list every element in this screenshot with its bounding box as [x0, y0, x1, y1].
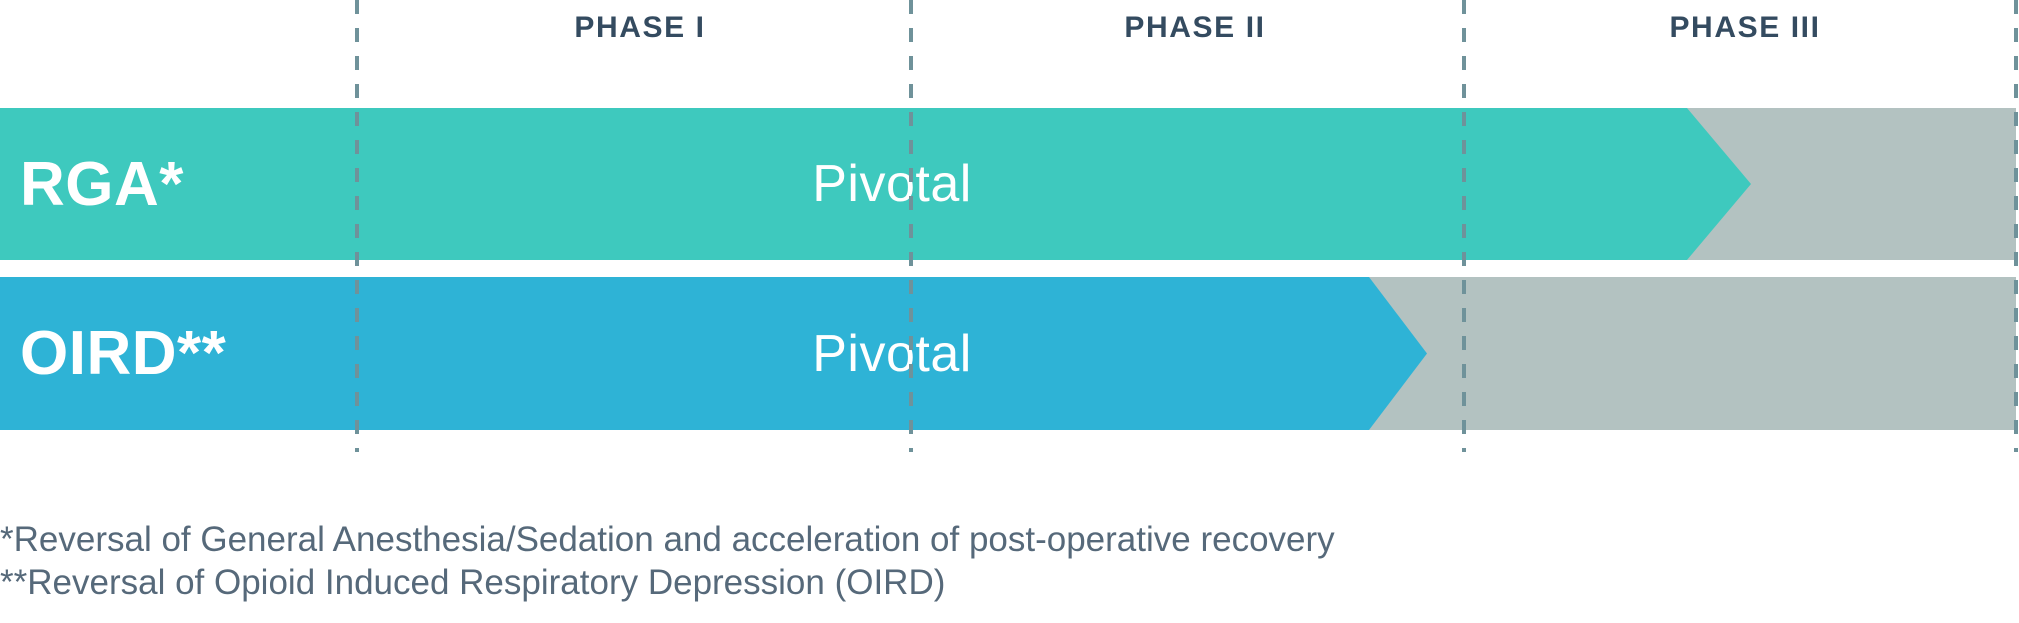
phase-label-2: PHASE II [1124, 11, 1266, 44]
phase-label-3: PHASE III [1669, 11, 1821, 44]
pipeline-row-oird: OIRD** Pivotal [0, 277, 2016, 430]
progress-bar-rga [0, 108, 1751, 260]
progress-bar-oird [0, 277, 1427, 430]
phase-label-1: PHASE I [574, 11, 706, 44]
phase-divider-4 [2014, 0, 2018, 452]
footnote-oird: **Reversal of Opioid Induced Respiratory… [0, 563, 946, 602]
row-label-oird: OIRD** [20, 319, 227, 388]
bar-caption-rga: Pivotal [812, 155, 972, 213]
footnotes: *Reversal of General Anesthesia/Sedation… [0, 518, 1900, 604]
phase-divider-2 [909, 0, 913, 452]
phase-divider-1 [355, 0, 359, 452]
footnote-rga: *Reversal of General Anesthesia/Sedation… [0, 520, 1335, 559]
phase-divider-3 [1462, 0, 1466, 452]
bar-caption-oird: Pivotal [812, 324, 972, 383]
pipeline-row-rga: RGA* Pivotal [0, 108, 2016, 260]
row-label-rga: RGA* [20, 149, 184, 219]
